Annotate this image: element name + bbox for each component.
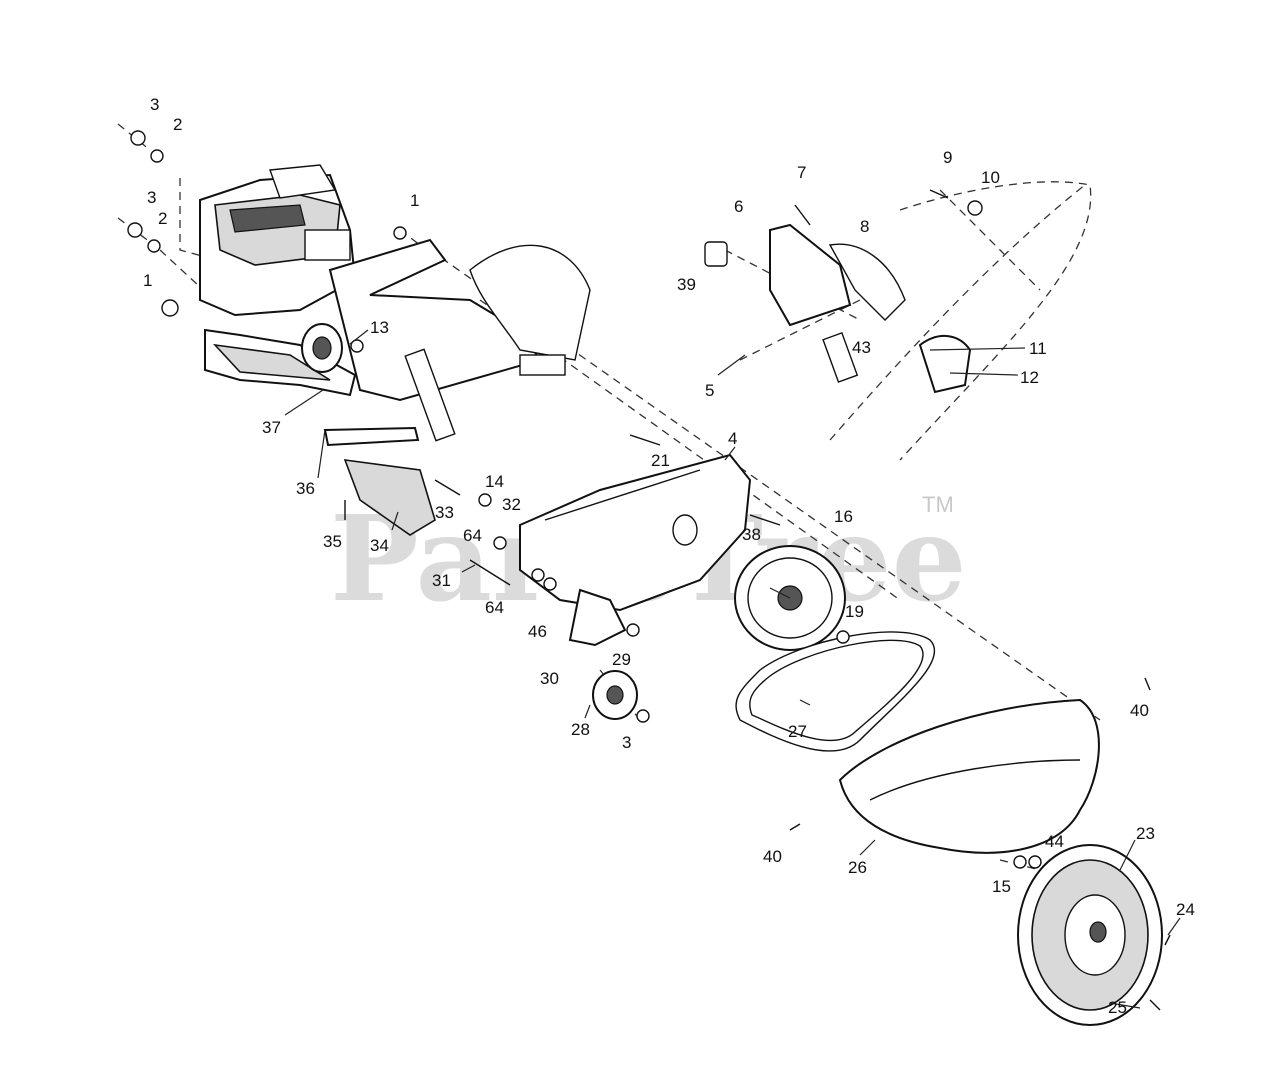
part-label: 40	[1130, 701, 1149, 720]
wheel-assembly	[1017, 844, 1163, 1026]
part-label: 11	[1029, 339, 1047, 358]
leader-lines	[284, 329, 1181, 1009]
part-label: 64	[485, 598, 504, 617]
part-label: 31	[432, 571, 451, 590]
part-label: 2	[173, 115, 182, 134]
part-label: 5	[705, 381, 714, 400]
part-label: 34	[370, 536, 389, 555]
part-label: 13	[370, 318, 389, 337]
belt-cover	[519, 453, 752, 612]
part-label: 4	[728, 429, 737, 448]
part-label: 9	[943, 148, 952, 167]
engine-pulley	[301, 323, 343, 373]
part-label: 27	[788, 722, 807, 741]
part-number-labels: 3 2 3 2 1 1 13 37 36 35 34 33 32 14 31 6…	[143, 95, 1195, 1017]
part-label: 8	[860, 217, 869, 236]
tine-shield	[838, 698, 1100, 854]
brace-and-guard	[323, 426, 436, 536]
part-label: 14	[485, 472, 504, 491]
part-label: 24	[1176, 900, 1195, 919]
part-label: 7	[797, 163, 806, 182]
part-label: 35	[323, 532, 342, 551]
control-bracket	[704, 223, 906, 383]
drive-belt	[735, 631, 936, 752]
part-label: 40	[763, 847, 782, 866]
part-label: 25	[1108, 998, 1127, 1017]
part-label: 3	[147, 188, 156, 207]
part-label: 64	[463, 526, 482, 545]
part-label: 10	[981, 168, 1000, 187]
watermark-trademark: TM	[922, 492, 954, 517]
idler-assembly	[568, 588, 638, 720]
part-label: 37	[262, 418, 281, 437]
part-label: 44	[1045, 832, 1064, 851]
part-label: 12	[1020, 368, 1039, 387]
part-label: 1	[410, 191, 419, 210]
part-label: 32	[502, 495, 521, 514]
part-label: 3	[622, 733, 631, 752]
part-label: 29	[612, 650, 631, 669]
part-label: 43	[852, 338, 871, 357]
part-label: 6	[734, 197, 743, 216]
part-label: 38	[742, 525, 761, 544]
part-label: 28	[571, 720, 590, 739]
part-label: 19	[845, 602, 864, 621]
part-label: 33	[435, 503, 454, 522]
part-label: 1	[143, 271, 152, 290]
part-label: 26	[848, 858, 867, 877]
part-label: 23	[1136, 824, 1155, 843]
part-label: 16	[834, 507, 853, 526]
engine-assembly	[199, 164, 357, 397]
hardware-fasteners	[127, 130, 1171, 1011]
part-label: 3	[150, 95, 159, 114]
part-label: 39	[677, 275, 696, 294]
part-label: 30	[540, 669, 559, 688]
part-label: 36	[296, 479, 315, 498]
part-label: 46	[528, 622, 547, 641]
part-label: 21	[651, 451, 670, 470]
part-label: 15	[992, 877, 1011, 896]
frame-bracket	[328, 238, 591, 442]
part-label: 2	[158, 209, 167, 228]
